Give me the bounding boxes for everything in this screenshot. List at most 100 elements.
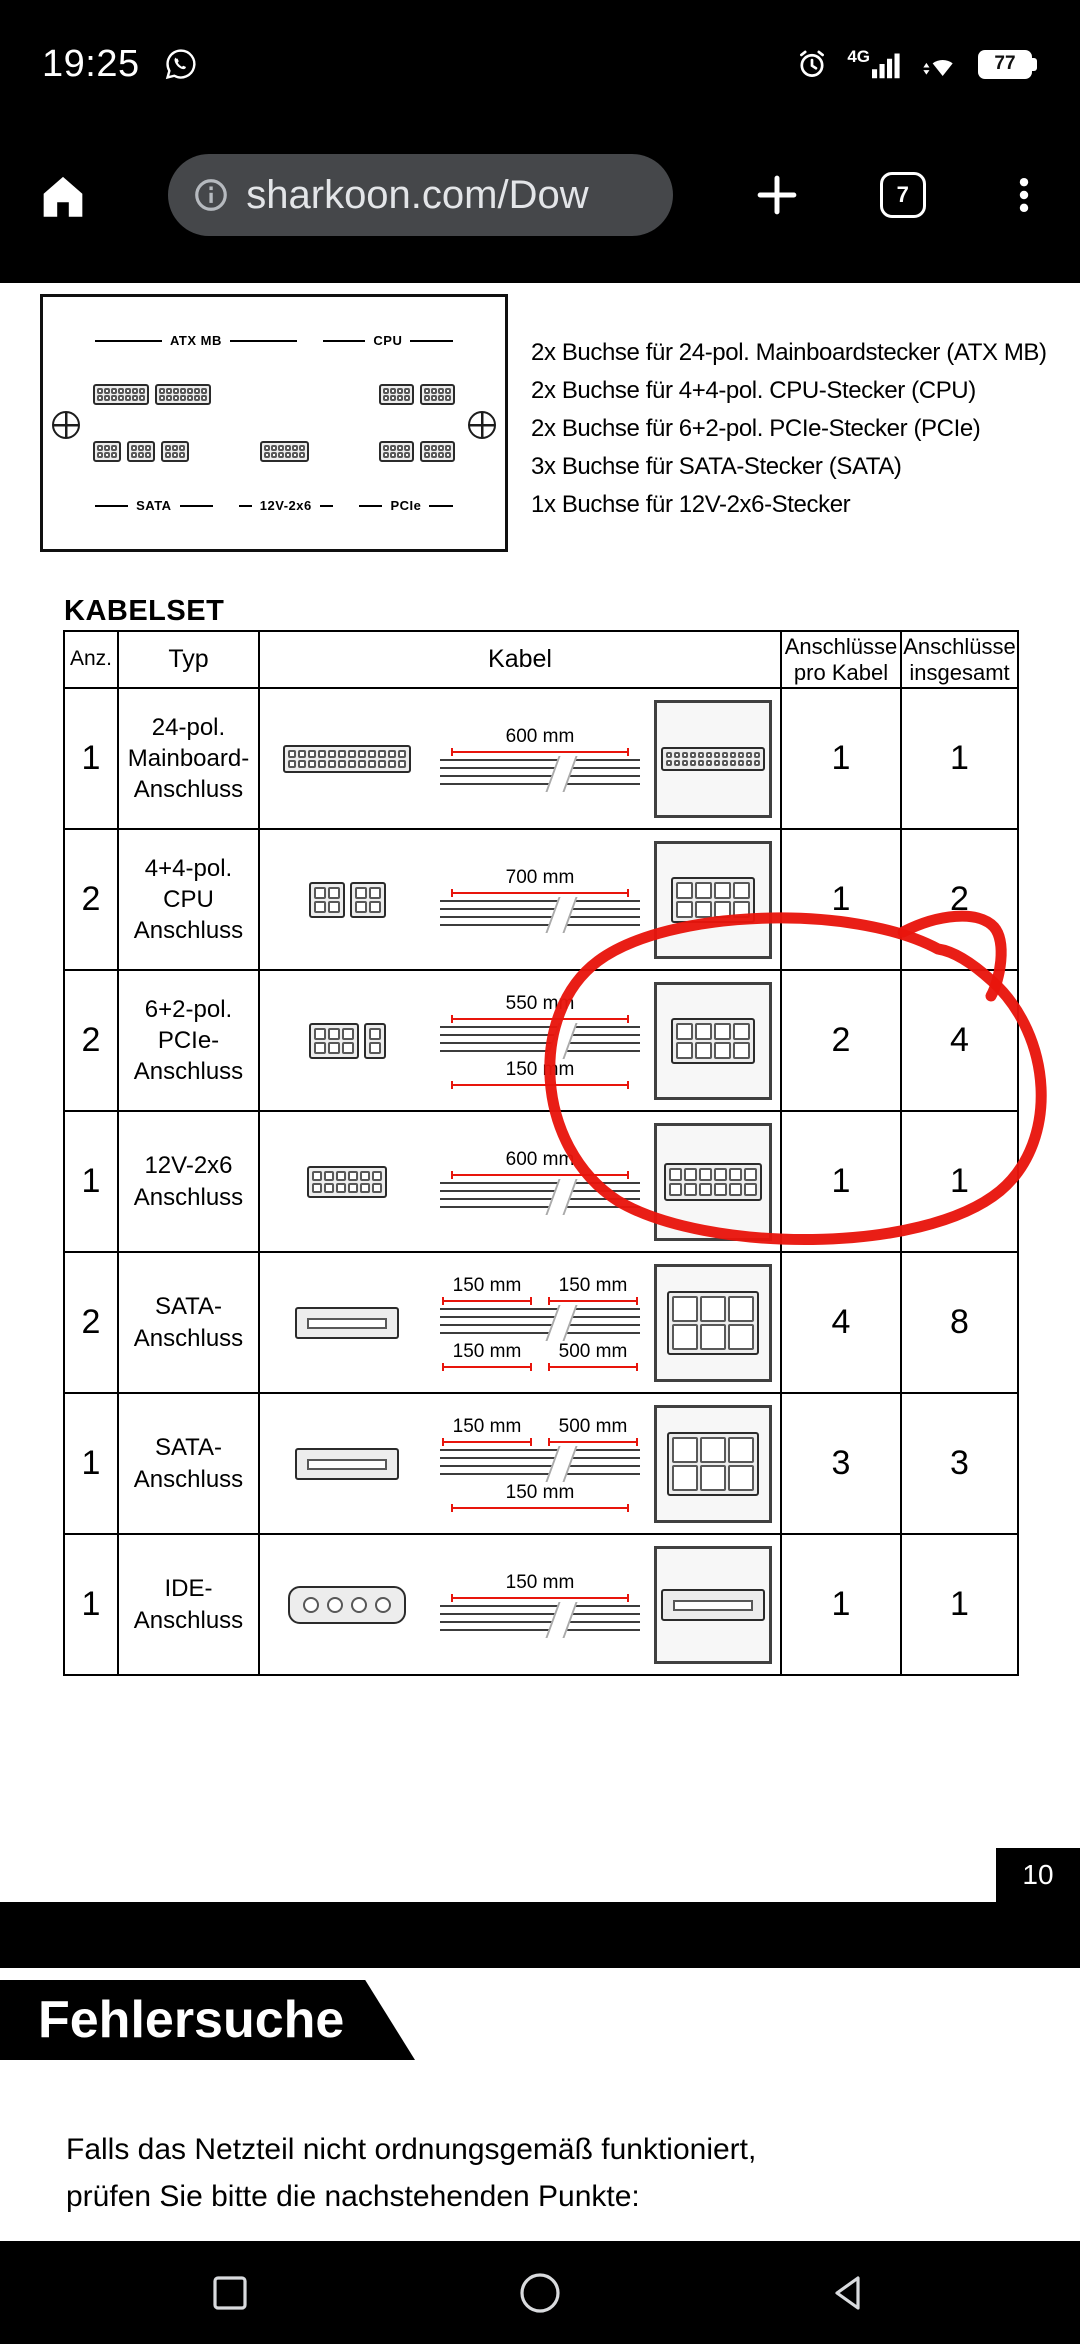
type-cell: 4+4-pol. CPU Anschluss (117, 828, 260, 971)
connector-4plus4-icon (268, 881, 426, 918)
total-cell: 8 (900, 1251, 1019, 1394)
menu-kebab-icon[interactable] (1002, 173, 1046, 217)
cable-lines (440, 1181, 640, 1212)
cell-text: 1 (81, 1444, 101, 1482)
browser-toolbar: sharkoon.com/Dow 7 (0, 128, 1080, 262)
page-number-badge: 10 (996, 1848, 1080, 1902)
per-cable-cell: 1 (780, 828, 902, 971)
psu-socket (379, 384, 414, 405)
pcie-sockets (379, 441, 455, 462)
psu-bottom-labels: SATA 12V-2x6 PCIe (43, 498, 505, 513)
connector-sata-multi-front-icon (654, 1263, 772, 1382)
page-info-icon[interactable] (192, 176, 230, 214)
connector-pins (93, 441, 121, 462)
dimension-line (442, 1296, 532, 1305)
page-number: 10 (1022, 1859, 1054, 1890)
spec-list: 2x Buchse für 24-pol. Mainboardstecker (… (531, 334, 1047, 524)
dimension-label: 600 mm (505, 1148, 575, 1170)
qty-cell: 2 (63, 828, 119, 971)
url-text: sharkoon.com/Dow (246, 172, 589, 217)
per-cable-cell: 4 (780, 1251, 902, 1394)
dimension-line (450, 888, 630, 897)
cable-drawing: 600 mm (434, 726, 646, 792)
connector-pins (667, 1431, 759, 1496)
connector-pins (93, 384, 149, 405)
home-icon[interactable] (34, 166, 92, 224)
connector-pins (308, 881, 345, 918)
psu-socket (93, 384, 149, 405)
connector-pins (307, 1165, 387, 1198)
dimension-line (450, 1593, 630, 1602)
connector-8pin-front-icon (654, 840, 772, 959)
dimension-line (548, 1437, 638, 1446)
header-anz: Anz. (63, 630, 119, 689)
cell-text: 2 (950, 880, 969, 918)
per-cable-cell: 1 (780, 1533, 902, 1676)
home-nav-button[interactable] (518, 2271, 562, 2315)
cell-text: 1 (831, 739, 851, 777)
dimension-label: 700 mm (505, 866, 575, 888)
label-pcie: PCIe (358, 498, 453, 513)
connector-pins (155, 384, 211, 405)
battery-percent: 77 (994, 53, 1016, 74)
dimension-label: 150 mm (558, 1274, 628, 1296)
connector-sata-front-icon (654, 1545, 772, 1664)
connector-pins (161, 441, 189, 462)
type-cell: 6+2-pol. PCIe- Anschluss (117, 969, 260, 1112)
psu-socket-row-bottom (43, 441, 505, 462)
connector-24pin-front-icon (654, 699, 772, 818)
connector-pins (363, 1022, 386, 1059)
connector-pins (664, 1162, 762, 1201)
dimension-line (548, 1362, 638, 1371)
connector-sata-multi-front-icon (654, 1404, 772, 1523)
label-sata: SATA (95, 498, 213, 513)
cable-lines (440, 1025, 640, 1056)
cable-lines (440, 1448, 640, 1479)
kabelset-table: Anz. Typ Kabel Anschlüsse pro Kabel Ansc… (63, 630, 1019, 1676)
connector-pins (259, 441, 309, 462)
back-button[interactable] (830, 2273, 870, 2313)
psu-socket (155, 384, 211, 405)
connector-molex-icon (268, 1585, 426, 1624)
per-cable-cell: 1 (780, 1110, 902, 1253)
dimension-line (442, 1362, 532, 1371)
dimension-line (442, 1437, 532, 1446)
cell-text: 1 (81, 739, 101, 777)
qty-cell: 1 (63, 1110, 119, 1253)
network-type-label: 4G (847, 47, 870, 66)
document-page[interactable]: ATX MB CPU (0, 283, 1080, 1902)
dimension-line (450, 1014, 630, 1023)
psu-socket (127, 441, 155, 462)
cell-text: 1 (831, 1162, 851, 1200)
psu-socket (259, 441, 309, 462)
label-12v-2x6: 12V-2x6 (238, 498, 333, 513)
connector-pins (379, 384, 414, 405)
cell-text: SATA- Anschluss (133, 1293, 244, 1352)
total-cell: 3 (900, 1392, 1019, 1535)
url-bar[interactable]: sharkoon.com/Dow (168, 154, 674, 236)
spec-line: 2x Buchse für 6+2-pol. PCIe-Stecker (PCI… (531, 415, 981, 442)
type-cell: IDE- Anschluss (117, 1533, 260, 1676)
status-bar: 19:25 4G (0, 0, 1080, 128)
new-tab-icon[interactable] (750, 168, 804, 222)
cable-lines (440, 758, 640, 789)
recent-apps-button[interactable] (210, 2273, 250, 2313)
cell-text: SATA- Anschluss (133, 1434, 244, 1493)
tab-switcher-button[interactable]: 7 (879, 172, 926, 218)
cable-cell: 150 mm (258, 1533, 782, 1676)
psu-top-labels: ATX MB CPU (43, 333, 505, 348)
battery-indicator: 77 (978, 49, 1037, 79)
type-cell: 24-pol. Mainboard- Anschluss (117, 687, 260, 830)
dimension-label: 500 mm (558, 1340, 628, 1362)
alarm-icon (800, 50, 825, 77)
qty-cell: 2 (63, 1251, 119, 1394)
type-cell: SATA- Anschluss (117, 1392, 260, 1535)
dimension-line (450, 747, 630, 756)
status-bar-left: 19:25 (42, 43, 198, 86)
cell-text: 1 (950, 739, 969, 777)
